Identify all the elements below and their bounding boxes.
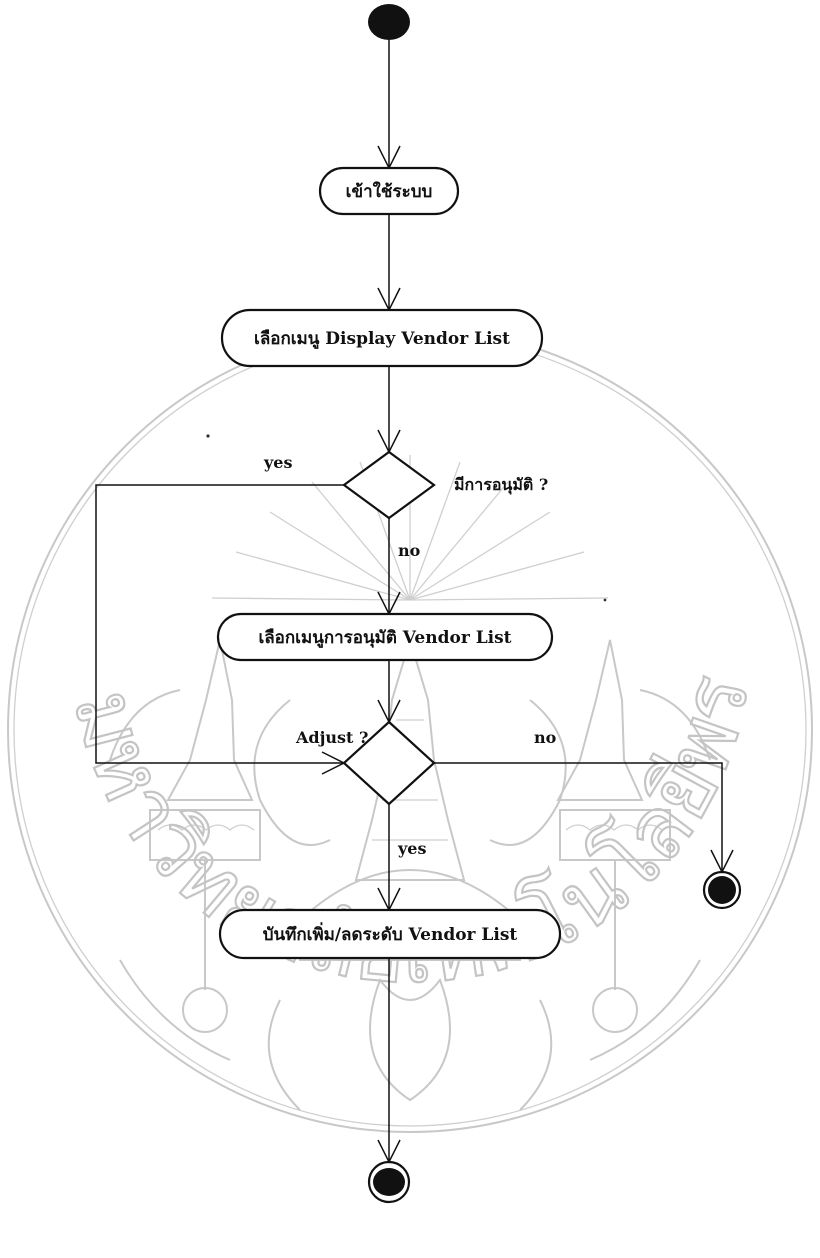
decision-adjust xyxy=(342,720,436,806)
activity-save-adjust: บันทึกเพิ่ม/ลดระดับ Vendor List xyxy=(218,908,562,960)
edge-label-approval-yes: yes xyxy=(263,453,292,472)
activity-display-menu: เลือกเมนู Display Vendor List xyxy=(220,308,544,368)
activity-login-label: เข้าใช้ระบบ xyxy=(346,181,433,202)
flow-adjust-no xyxy=(434,762,723,872)
activity-login: เข้าใช้ระบบ xyxy=(318,166,460,216)
decision-adjust-question: Adjust ? xyxy=(295,728,368,747)
activity-approve-menu-label: เลือกเมนูการอนุมัติ Vendor List xyxy=(258,627,511,649)
final-node-bottom xyxy=(367,1160,411,1204)
activity-save-adjust-label: บันทึกเพิ่ม/ลดระดับ Vendor List xyxy=(263,922,518,945)
initial-node xyxy=(368,4,410,40)
edge-label-adjust-no: no xyxy=(534,728,557,747)
decision-has-approval xyxy=(342,450,436,520)
activity-display-menu-label: เลือกเมนู Display Vendor List xyxy=(254,328,510,350)
kanok-flourishes xyxy=(109,689,711,1111)
decision-has-approval-question: มีการอนุมัติ ? xyxy=(454,475,548,495)
right-pagoda xyxy=(556,639,671,1033)
left-pagoda xyxy=(149,639,261,1033)
final-node-right xyxy=(702,870,742,910)
scan-speck xyxy=(603,598,607,602)
scan-speck xyxy=(206,434,210,438)
flow-approval-yes xyxy=(95,484,344,764)
activity-approve-menu: เลือกเมนูการอนุมัติ Vendor List xyxy=(216,612,554,662)
edge-label-approval-no: no xyxy=(398,541,421,560)
edge-label-adjust-yes: yes xyxy=(397,839,426,858)
